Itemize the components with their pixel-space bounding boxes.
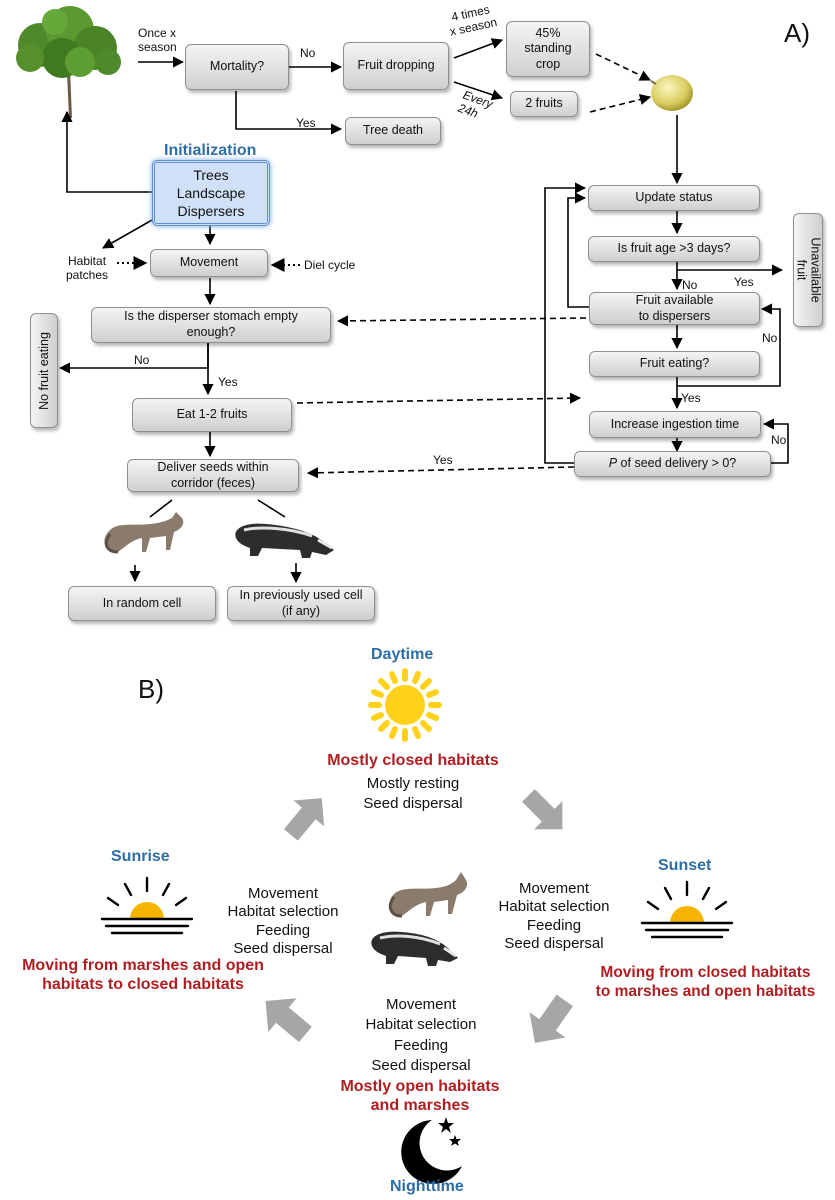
sunrise-icon (100, 876, 194, 935)
cycle-arrows (265, 789, 573, 1043)
initialization-box: Trees Landscape Dispersers (152, 160, 270, 226)
eat-fruits-box: Eat 1-2 fruits (132, 398, 292, 432)
init-item-landscape: Landscape (176, 184, 246, 201)
fox-icon (104, 512, 184, 554)
once-x-season-label: Once x season (138, 26, 177, 55)
daytime-title: Daytime (371, 646, 434, 663)
fruit-available-no-label: No (762, 331, 778, 345)
diel-cycle-label: Diel cycle (304, 258, 356, 272)
no-fruit-eating-box: No fruit eating (30, 313, 58, 428)
ingestion-time-box: Increase ingestion time (589, 411, 761, 438)
sunset-activity: Movement Habitat selection Feeding Seed … (498, 880, 610, 952)
unavailable-fruit-label: Unavailable fruit (794, 237, 823, 303)
two-fruits-box: 2 fruits (510, 91, 578, 117)
fruit-eating-yes-label: Yes (681, 391, 701, 405)
fruit-available-box: Fruit available to dispersers (589, 292, 760, 325)
movement-box: Movement (150, 249, 268, 277)
fox-icon (388, 872, 468, 918)
fruit-age-no-label: No (682, 278, 698, 292)
stomach-no-label: No (134, 353, 150, 367)
stomach-yes-label: Yes (218, 375, 238, 389)
fruit-eating-box: Fruit eating? (589, 351, 760, 377)
panel-b-label: B) (138, 674, 164, 704)
fruit-age-box: Is fruit age >3 days? (588, 236, 760, 262)
probability-symbol: P (608, 456, 618, 471)
mortality-no-label: No (300, 46, 316, 60)
tree-icon (16, 6, 121, 118)
daytime-habitat: Mostly closed habitats (327, 752, 499, 769)
deliver-seeds-box: Deliver seeds within corridor (feces) (127, 459, 299, 492)
nighttime-habitat: Mostly open habitats and marshes (340, 1078, 500, 1115)
panel-a-label: A) (784, 18, 810, 48)
init-item-trees: Trees (193, 166, 229, 183)
init-item-dispersers: Dispersers (177, 203, 245, 220)
previous-cell-box: In previously used cell (if any) (227, 586, 375, 621)
nighttime-activity: Movement Habitat selection Feeding Seed … (365, 996, 477, 1074)
delivery-yes-label: Yes (433, 453, 453, 467)
standing-crop-box: 45% standing crop (506, 21, 590, 77)
fruit-icon (650, 75, 693, 111)
badger-icon (371, 931, 458, 966)
seed-delivery-label: of seed delivery > 0? (617, 456, 737, 471)
sunrise-activity: Movement Habitat selection Feeding Seed … (227, 885, 339, 957)
update-status-box: Update status (588, 185, 760, 211)
no-fruit-eating-label: No fruit eating (37, 331, 51, 410)
sunset-icon (640, 880, 734, 939)
fruit-dropping-box: Fruit dropping (343, 42, 449, 90)
sunset-habitat: Moving from closed habitats to marshes a… (595, 964, 816, 1000)
stomach-box: Is the disperser stomach empty enough? (91, 307, 331, 343)
unavailable-fruit-box: Unavailable fruit (793, 213, 823, 327)
mortality-box: Mortality? (185, 44, 289, 90)
sun-icon (368, 668, 442, 742)
sunrise-habitat: Moving from marshes and open habitats to… (22, 957, 264, 994)
initialization-title: Initialization (164, 142, 257, 159)
sunset-title: Sunset (658, 857, 712, 874)
sunrise-title: Sunrise (111, 848, 170, 865)
seed-delivery-box: P of seed delivery > 0? (574, 451, 771, 477)
mortality-yes-label: Yes (296, 116, 316, 130)
fruit-age-yes-label: Yes (734, 275, 754, 289)
moon-icon (401, 1117, 462, 1184)
badger-icon (235, 523, 334, 558)
tree-death-box: Tree death (345, 117, 441, 145)
random-cell-box: In random cell (68, 586, 216, 621)
nighttime-title: Nighttime (390, 1178, 464, 1195)
daytime-activity: Mostly resting Seed dispersal (363, 775, 463, 813)
habitat-patches-label: Habitat patches (66, 254, 109, 283)
delivery-no-label: No (771, 433, 787, 447)
